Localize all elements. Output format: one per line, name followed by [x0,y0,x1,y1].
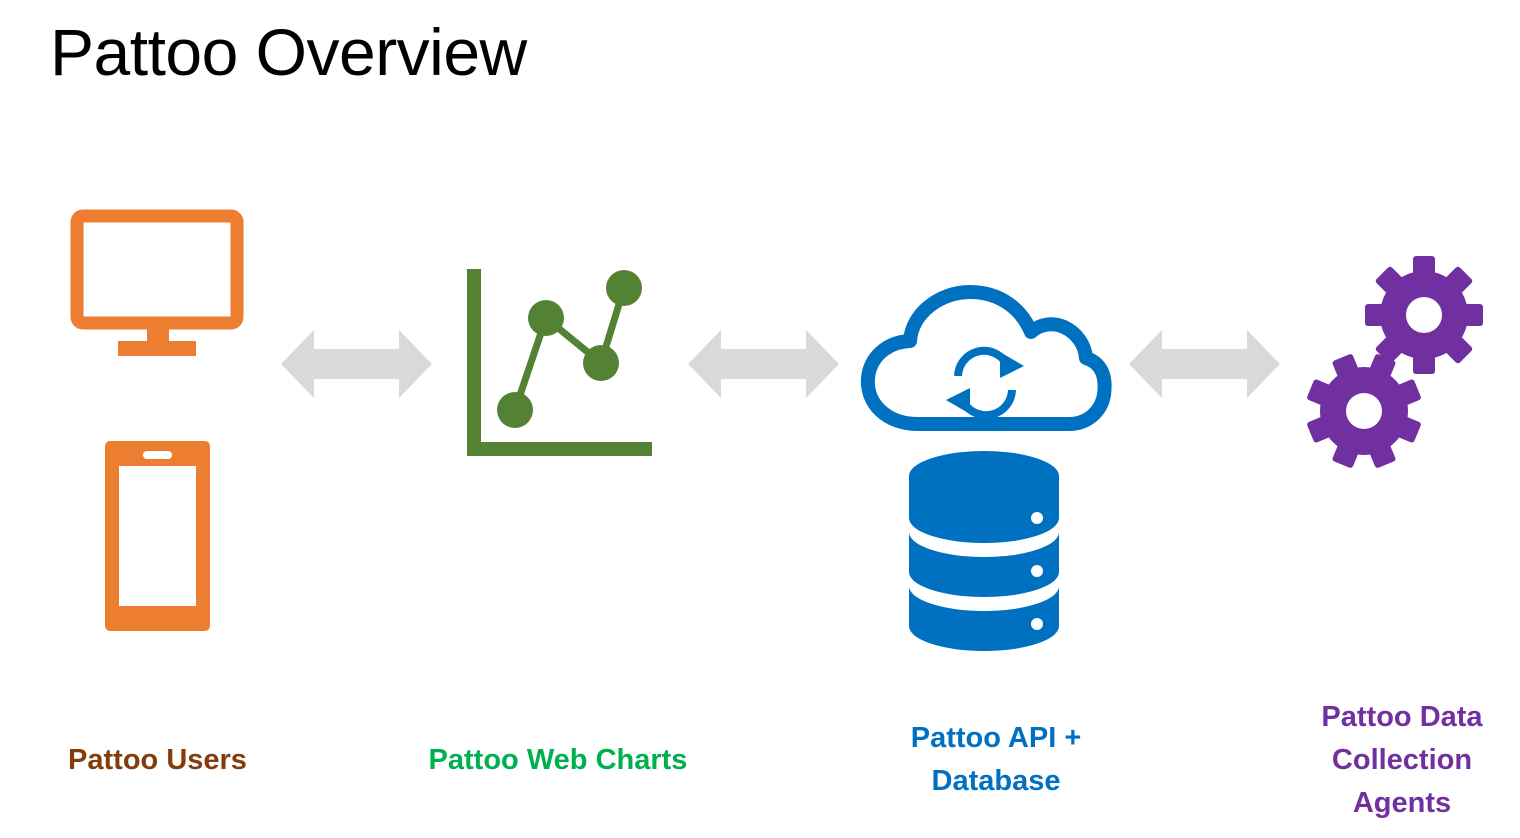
agents-label-line: Pattoo Data [1321,701,1483,733]
gears-icon [1307,256,1483,468]
database-icon [909,451,1059,651]
api-label: Pattoo API + Database [876,717,1116,803]
page-title: Pattoo Overview [50,15,527,89]
agents-label-line: Collection [1331,744,1473,776]
line-chart-icon [467,269,652,456]
bidirectional-arrow [688,330,839,398]
monitor-icon [70,209,244,356]
agents-label: Pattoo Data Collection Agents [1292,696,1512,825]
mobile-phone-icon [105,441,210,631]
api-label-line: Database [931,765,1061,797]
agents-label-line: Agents [1352,787,1452,819]
users-label: Pattoo Users [68,744,247,776]
charts-label: Pattoo Web Charts [428,744,688,776]
cloud-sync-icon [860,285,1112,431]
bidirectional-arrow [1129,330,1280,398]
bidirectional-arrow [281,330,432,398]
api-label-line: Pattoo API + [910,722,1082,754]
